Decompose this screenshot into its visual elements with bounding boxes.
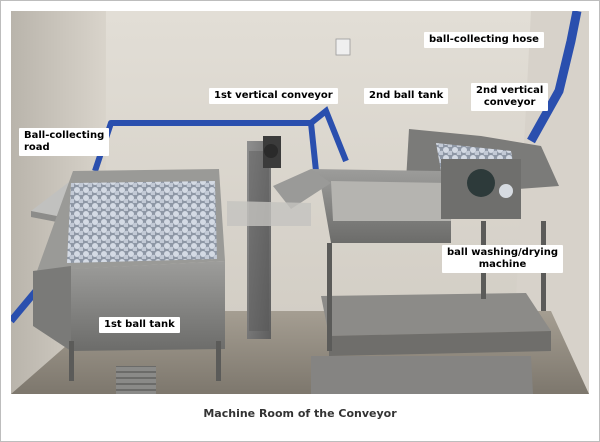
label-ball-washing-drying-machine: ball washing/drying machine bbox=[442, 245, 563, 273]
label-2nd-ball-tank: 2nd ball tank bbox=[364, 88, 449, 104]
label-1st-vertical-conveyor: 1st vertical conveyor bbox=[209, 88, 338, 104]
label-ball-collecting-road: Ball-collecting road bbox=[19, 128, 110, 156]
label-2nd-vertical-conveyor: 2nd vertical conveyor bbox=[471, 83, 549, 111]
image-caption: Machine Room of the Conveyor bbox=[203, 407, 397, 420]
label-2nd-vertical-conveyor-line1: 2nd vertical bbox=[476, 85, 544, 96]
label-1st-ball-tank: 1st ball tank bbox=[99, 317, 180, 333]
photo-illustration bbox=[11, 11, 589, 394]
label-2nd-vertical-conveyor-line2: conveyor bbox=[483, 97, 536, 108]
label-ball-washing-drying-machine-line1: ball washing/drying bbox=[447, 247, 558, 258]
label-ball-collecting-road-line2: road bbox=[24, 142, 50, 153]
label-ball-collecting-road-line1: Ball-collecting bbox=[24, 130, 105, 141]
label-ball-collecting-hose: ball-collecting hose bbox=[424, 32, 544, 48]
label-ball-washing-drying-machine-line2: machine bbox=[478, 259, 527, 270]
conveyor-room-photo bbox=[11, 11, 589, 394]
